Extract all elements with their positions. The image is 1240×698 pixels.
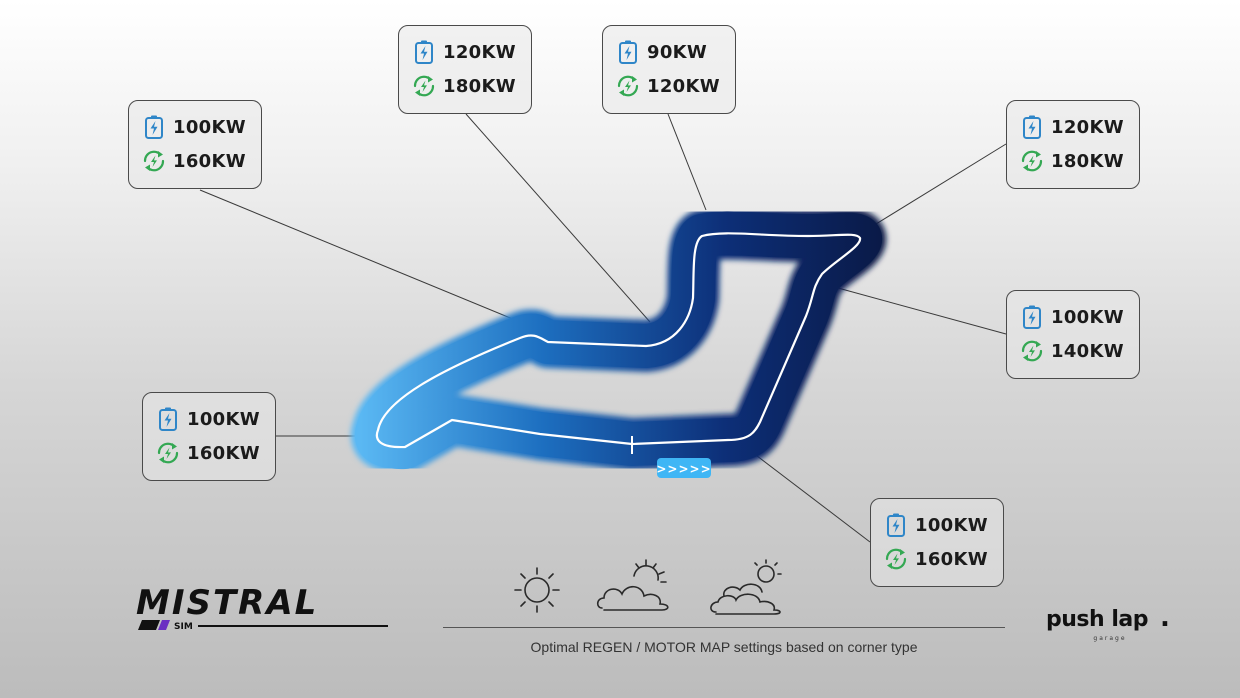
leader-line (837, 287, 1007, 335)
cloudy-icon (710, 559, 782, 615)
direction-badge: >>>>> (656, 458, 711, 478)
partner-sub: garage (1093, 635, 1126, 642)
regen-cycle-icon (1021, 150, 1043, 172)
motor-value: 100KW (173, 116, 246, 138)
regen-value: 160KW (187, 442, 260, 464)
regen-value: 160KW (173, 150, 246, 172)
callout-turn-6: 100KW 160KW (142, 392, 276, 481)
regen-row: 140KW (1019, 334, 1127, 368)
push-lap-logo: push lap . garage (1040, 600, 1180, 644)
regen-value: 120KW (647, 75, 720, 97)
motor-value: 100KW (1051, 306, 1124, 328)
leader-line (743, 445, 871, 543)
motor-value: 90KW (647, 41, 708, 63)
regen-cycle-icon (885, 548, 907, 570)
regen-row: 160KW (883, 542, 991, 576)
regen-cycle-icon (413, 75, 435, 97)
motor-row: 100KW (155, 402, 263, 436)
sun-icon (514, 567, 560, 613)
regen-row: 120KW (615, 69, 723, 103)
leader-line (465, 113, 651, 323)
leader-line (667, 113, 707, 211)
caption-divider (443, 627, 1005, 628)
motor-row: 120KW (411, 35, 519, 69)
direction-arrows: >>>>> (656, 462, 711, 476)
motor-row: 90KW (615, 35, 723, 69)
regen-value: 180KW (1051, 150, 1124, 172)
regen-row: 180KW (411, 69, 519, 103)
callout-turn-3: 90KW 120KW (602, 25, 736, 114)
leader-line (199, 189, 521, 323)
regen-row: 160KW (141, 144, 249, 178)
regen-cycle-icon (617, 75, 639, 97)
battery-bolt-icon (1023, 305, 1041, 329)
motor-value: 100KW (915, 514, 988, 536)
callout-turn-5: 100KW 140KW (1006, 290, 1140, 379)
motor-row: 100KW (141, 110, 249, 144)
regen-cycle-icon (143, 150, 165, 172)
callout-turn-2: 120KW 180KW (398, 25, 532, 114)
brand-sub: SIM (174, 622, 193, 632)
leader-line (875, 143, 1007, 225)
callout-turn-1: 100KW 160KW (128, 100, 262, 189)
brand-name: MISTRAL (136, 583, 318, 623)
regen-value: 180KW (443, 75, 516, 97)
battery-bolt-icon (887, 513, 905, 537)
battery-bolt-icon (159, 407, 177, 431)
regen-cycle-icon (157, 442, 179, 464)
battery-bolt-icon (145, 115, 163, 139)
caption-text: Optimal REGEN / MOTOR MAP settings based… (530, 639, 918, 655)
partly-cloudy-icon (596, 559, 669, 611)
battery-bolt-icon (415, 40, 433, 64)
motor-value: 120KW (1051, 116, 1124, 138)
leader-lines (199, 113, 1007, 543)
regen-row: 180KW (1019, 144, 1127, 178)
regen-value: 140KW (1051, 340, 1124, 362)
partner-name: push lap (1046, 607, 1148, 632)
motor-row: 100KW (883, 508, 991, 542)
partner-dot: . (1160, 603, 1170, 633)
regen-cycle-icon (1021, 340, 1043, 362)
motor-row: 120KW (1019, 110, 1127, 144)
callout-turn-7: 100KW 160KW (870, 498, 1004, 587)
motor-value: 100KW (187, 408, 260, 430)
battery-bolt-icon (1023, 115, 1041, 139)
callout-turn-4: 120KW 180KW (1006, 100, 1140, 189)
motor-value: 120KW (443, 41, 516, 63)
racing-line (375, 232, 862, 449)
regen-value: 160KW (915, 548, 988, 570)
mistral-logo: MISTRAL SIM (134, 582, 394, 634)
motor-row: 100KW (1019, 300, 1127, 334)
battery-bolt-icon (619, 40, 637, 64)
regen-row: 160KW (155, 436, 263, 470)
